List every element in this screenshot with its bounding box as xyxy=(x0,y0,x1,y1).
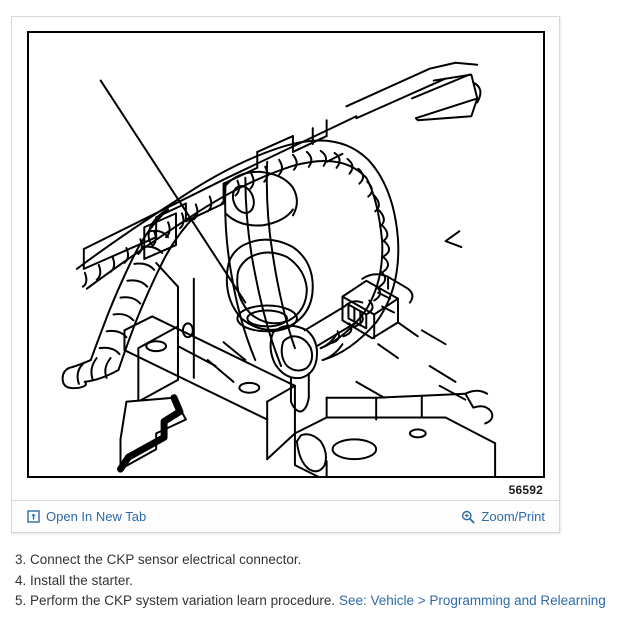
figure-panel: 56592 Open In New Tab Zoom/Print xyxy=(11,16,560,533)
instruction-item: 5. Perform the CKP system variation lear… xyxy=(15,591,635,612)
zoom-print-button[interactable]: Zoom/Print xyxy=(461,510,545,524)
instruction-number: 5. xyxy=(15,593,27,608)
reference-link[interactable]: See: Vehicle > Programming and Relearnin… xyxy=(338,593,606,608)
open-in-new-tab-button[interactable]: Open In New Tab xyxy=(26,510,146,524)
external-link-icon xyxy=(26,510,40,524)
instruction-item: 3. Connect the CKP sensor electrical con… xyxy=(15,550,635,571)
instruction-number: 4. xyxy=(15,572,27,588)
figure-toolbar: Open In New Tab Zoom/Print xyxy=(12,500,559,532)
figure-image-frame[interactable] xyxy=(27,31,545,478)
engine-block-line-drawing xyxy=(61,61,497,476)
instruction-text: Install the starter. xyxy=(30,572,133,588)
figure-number: 56592 xyxy=(508,483,543,497)
instruction-item: 4. Install the starter. xyxy=(15,571,635,592)
open-in-new-tab-label: Open In New Tab xyxy=(46,509,147,524)
instruction-list: 3. Connect the CKP sensor electrical con… xyxy=(15,550,635,612)
instruction-text: Perform the CKP system variation learn p… xyxy=(30,593,336,608)
instruction-text: Connect the CKP sensor electrical connec… xyxy=(30,552,302,567)
instruction-number: 3. xyxy=(15,552,27,567)
magnifier-plus-icon xyxy=(461,510,475,524)
zoom-print-label: Zoom/Print xyxy=(481,509,545,524)
